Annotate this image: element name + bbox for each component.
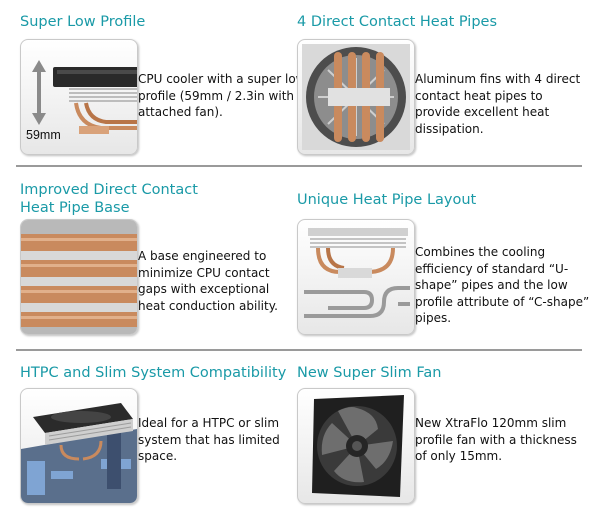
feature-description: Ideal for a HTPC or slim system that has… <box>138 416 280 463</box>
feature-title: Unique Heat Pipe Layout <box>297 192 477 208</box>
feature-description: Combines the cooling efficiency of stand… <box>415 245 590 325</box>
feature-title: Super Low Profile <box>20 14 146 30</box>
fan-image <box>297 388 415 504</box>
feature-title: HTPC and Slim System Compatibility <box>20 365 287 381</box>
heat-pipes-illustration <box>302 44 410 150</box>
section-divider <box>16 349 582 351</box>
feature-title-line1: Improved Direct Contact <box>20 182 198 198</box>
htpc-image <box>20 388 138 504</box>
height-label: 59mm <box>26 128 61 142</box>
feature-description: A base engineered to minimize CPU contac… <box>138 249 278 313</box>
feature-title: 4 Direct Contact Heat Pipes <box>297 14 498 30</box>
layout-image <box>297 219 415 335</box>
low-profile-image: 59mm <box>20 39 138 155</box>
feature-description: New XtraFlo 120mm slim profile fan with … <box>415 416 577 463</box>
fan-icon <box>312 395 404 497</box>
feature-title-line2: Heat Pipe Base <box>20 200 130 216</box>
htpc-illustration <box>21 403 137 503</box>
feature-description: CPU cooler with a super low profile (59m… <box>138 72 306 119</box>
pipe-shape-icon <box>304 286 410 318</box>
heat-pipes-image <box>297 39 415 155</box>
low-profile-illustration <box>32 60 137 134</box>
feature-description: Aluminum fins with 4 direct contact heat… <box>415 72 581 136</box>
base-illustration <box>21 220 137 334</box>
height-arrow-icon <box>32 60 46 125</box>
section-divider <box>16 165 582 167</box>
layout-illustration <box>304 228 410 318</box>
base-image <box>20 219 138 335</box>
feature-title: New Super Slim Fan <box>297 365 442 381</box>
